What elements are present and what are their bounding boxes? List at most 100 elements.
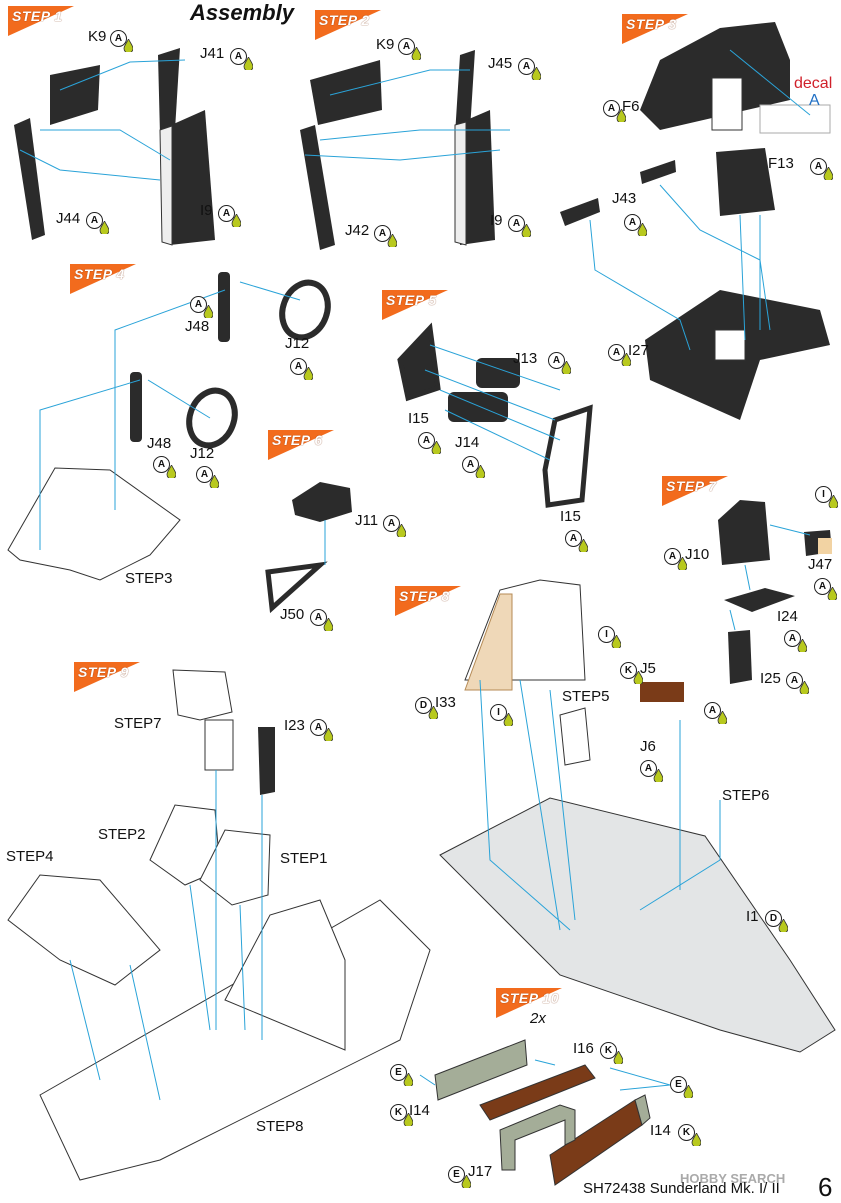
- step4-parts: [7, 272, 331, 581]
- color-badge-a: A: [196, 466, 213, 483]
- part-i25: I25: [760, 670, 781, 687]
- paint-drop-icon: [621, 353, 631, 366]
- color-badge-a: A: [608, 344, 625, 361]
- ref-step4: STEP4: [6, 848, 54, 865]
- color-badge-e: E: [448, 1166, 465, 1183]
- step-3-flag: STEP 3: [622, 14, 688, 44]
- part-j5: J5: [640, 660, 656, 677]
- color-badge-a: A: [310, 719, 327, 736]
- color-badge-a: A: [230, 48, 247, 65]
- paint-drop-icon: [403, 1073, 413, 1086]
- part-j50: J50: [280, 606, 305, 623]
- step-3-label: STEP 3: [626, 16, 677, 32]
- paint-drop-icon: [531, 67, 541, 80]
- step-2-flag: STEP 2: [315, 10, 381, 40]
- decal-letter: A: [809, 92, 820, 109]
- color-badge-a: A: [548, 352, 565, 369]
- color-badge-k: K: [390, 1104, 407, 1121]
- part-j42: J42: [345, 222, 370, 239]
- part-j45: J45: [488, 55, 513, 72]
- paint-drop-icon: [637, 223, 647, 236]
- paint-drop-icon: [99, 221, 109, 234]
- watermark: HOBBY SEARCH: [680, 1171, 786, 1186]
- color-badge-a: A: [786, 672, 803, 689]
- page-number: 6: [818, 1172, 833, 1202]
- color-badge-k: K: [600, 1042, 617, 1059]
- step-2-label: STEP 2: [319, 12, 370, 28]
- step-6-label: STEP 6: [272, 432, 323, 448]
- step9-parts: [7, 669, 431, 1181]
- step-10-label: STEP 10: [500, 990, 560, 1006]
- paint-drop-icon: [231, 214, 241, 227]
- color-badge-i: I: [490, 704, 507, 721]
- step-7-label: STEP 7: [666, 478, 717, 494]
- paint-drop-icon: [797, 639, 807, 652]
- paint-drop-icon: [303, 367, 313, 380]
- part-j11: J11: [355, 512, 379, 529]
- color-badge-a: A: [190, 296, 207, 313]
- ref-step5: STEP5: [562, 688, 610, 705]
- paint-drop-icon: [561, 361, 571, 374]
- paint-drop-icon: [323, 618, 333, 631]
- color-badge-a: A: [418, 432, 435, 449]
- color-badge-d: D: [415, 697, 432, 714]
- step-1-label: STEP 1: [12, 8, 63, 24]
- part-j10: J10: [685, 546, 710, 563]
- part-f13: F13: [768, 155, 794, 172]
- color-badge-i: I: [815, 486, 832, 503]
- paint-drop-icon: [461, 1175, 471, 1188]
- color-badge-a: A: [383, 515, 400, 532]
- part-i1: I1: [746, 908, 759, 925]
- part-i14-right: I14: [650, 1122, 671, 1139]
- paint-drop-icon: [209, 475, 219, 488]
- part-f6: F6: [622, 98, 640, 115]
- step3-parts: [560, 22, 831, 420]
- part-i14-left: I14: [409, 1102, 430, 1119]
- paint-drop-icon: [613, 1051, 623, 1064]
- paint-drop-icon: [521, 224, 531, 237]
- paint-drop-icon: [503, 713, 513, 726]
- paint-drop-icon: [323, 728, 333, 741]
- color-badge-e: E: [390, 1064, 407, 1081]
- paint-drop-icon: [475, 465, 485, 478]
- paint-drop-icon: [828, 495, 838, 508]
- step-9-flag: STEP 9: [74, 662, 140, 692]
- part-i23: I23: [284, 717, 305, 734]
- step-1-flag: STEP 1: [8, 6, 74, 36]
- color-badge-a: A: [153, 456, 170, 473]
- page-title: Assembly: [190, 0, 294, 25]
- part-i9-step2: I9: [490, 212, 503, 229]
- paint-drop-icon: [123, 39, 133, 52]
- color-badge-a: A: [664, 548, 681, 565]
- part-j47: J47: [808, 556, 833, 573]
- part-j48-upper: J48: [185, 318, 210, 335]
- paint-drop-icon: [823, 167, 833, 180]
- decal-word: decal: [794, 75, 832, 92]
- paint-drop-icon: [683, 1085, 693, 1098]
- step-7-flag: STEP 7: [662, 476, 728, 506]
- color-badge-a: A: [704, 702, 721, 719]
- part-i9-step1: I9: [200, 202, 213, 219]
- part-j12-upper: J12: [285, 335, 310, 352]
- color-badge-d: D: [765, 910, 782, 927]
- paint-drop-icon: [633, 671, 643, 684]
- step10-parts: [419, 1039, 671, 1186]
- color-badge-a: A: [110, 30, 127, 47]
- part-j44: J44: [56, 210, 81, 227]
- color-badge-a: A: [603, 100, 620, 117]
- color-badge-e: E: [670, 1076, 687, 1093]
- color-badge-a: A: [310, 609, 327, 626]
- part-j41: J41: [200, 45, 225, 62]
- step-4-flag: STEP 4: [70, 264, 136, 294]
- part-i15-left: I15: [408, 410, 429, 427]
- color-badge-a: A: [86, 212, 103, 229]
- paint-drop-icon: [387, 234, 397, 247]
- paint-drop-icon: [778, 919, 788, 932]
- paint-drop-icon: [616, 109, 626, 122]
- paint-drop-icon: [166, 465, 176, 478]
- part-j6: J6: [640, 738, 656, 755]
- paint-drop-icon: [691, 1133, 701, 1146]
- part-i24: I24: [777, 608, 798, 625]
- color-badge-k: K: [678, 1124, 695, 1141]
- paint-drop-icon: [799, 681, 809, 694]
